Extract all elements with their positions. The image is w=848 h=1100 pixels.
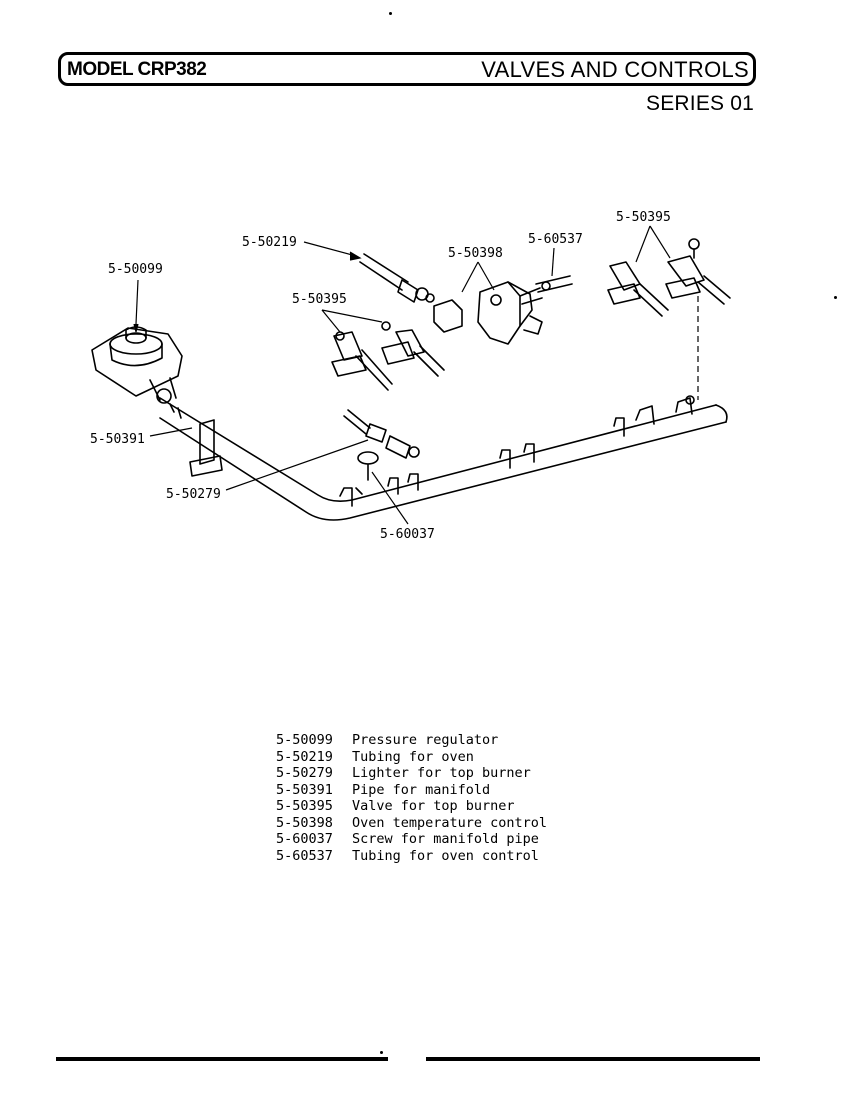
oven-control-tubing [535, 275, 573, 293]
legend-part-number: 5-60537 [276, 847, 333, 864]
manifold-pipe [159, 395, 728, 521]
leader-lines [133, 225, 699, 525]
legend-row: 5-60037 Screw for manifold pipe [276, 831, 547, 848]
oven-temperature-control [433, 281, 543, 345]
callout-valve-left: 5-50395 [292, 292, 347, 307]
scan-speck [389, 12, 392, 15]
callout-screw: 5-60037 [380, 527, 435, 542]
callout-regulator: 5-50099 [108, 262, 163, 277]
manifold-screw [357, 451, 379, 481]
top-burner-valves-right [607, 238, 731, 317]
pressure-regulator [91, 326, 183, 404]
header-frame: MODEL CRP382 VALVES AND CONTROLS [58, 52, 756, 86]
legend-description: Lighter for top burner [352, 765, 531, 781]
legend-description: Tubing for oven control [352, 847, 539, 864]
legend-row: 5-50219 Tubing for oven [276, 749, 547, 766]
top-burner-lighter [343, 409, 420, 459]
top-burner-valves-left [331, 321, 445, 391]
legend-description: Pressure regulator [352, 732, 499, 748]
parts-legend: 5-50099 Pressure regulator 5-50219 Tubin… [276, 732, 547, 864]
callout-valve-right: 5-50395 [616, 210, 671, 225]
legend-row: 5-50279 Lighter for top burner [276, 765, 547, 782]
legend-part-number: 5-50099 [276, 732, 333, 748]
legend-part-number: 5-50395 [276, 798, 333, 814]
legend-row: 5-50099 Pressure regulator [276, 732, 547, 749]
callout-manifold-pipe: 5-50391 [90, 432, 145, 447]
model-title: MODEL CRP382 [67, 59, 207, 80]
footer-rule-right [426, 1057, 760, 1061]
scan-speck [380, 1051, 383, 1054]
legend-row: 5-50398 Oven temperature control [276, 815, 547, 832]
manifold-fittings [339, 395, 695, 507]
section-title: VALVES AND CONTROLS [481, 57, 749, 82]
callout-lighter: 5-50279 [166, 487, 221, 502]
footer-rule-left [56, 1057, 388, 1061]
legend-description: Valve for top burner [352, 798, 515, 814]
legend-part-number: 5-50398 [276, 814, 333, 831]
callout-oven-control-tubing: 5-60537 [528, 232, 583, 247]
series-label: SERIES 01 [646, 92, 755, 115]
legend-description: Oven temperature control [352, 814, 548, 831]
legend-row: 5-50391 Pipe for manifold [276, 782, 547, 799]
legend-part-number: 5-50391 [276, 781, 333, 798]
callout-oven-tubing: 5-50219 [242, 235, 297, 250]
legend-part-number: 5-50219 [276, 748, 333, 765]
legend-row: 5-50395 Valve for top burner [276, 798, 547, 815]
scan-speck [834, 296, 837, 299]
oven-tubing [359, 253, 435, 303]
legend-part-number: 5-50279 [276, 765, 333, 781]
legend-row: 5-60537 Tubing for oven control [276, 848, 547, 865]
callout-oven-control: 5-50398 [448, 246, 503, 261]
legend-description: Screw for manifold pipe [352, 831, 539, 847]
legend-description: Pipe for manifold [352, 781, 491, 798]
legend-part-number: 5-60037 [276, 831, 333, 847]
legend-description: Tubing for oven [352, 748, 474, 765]
